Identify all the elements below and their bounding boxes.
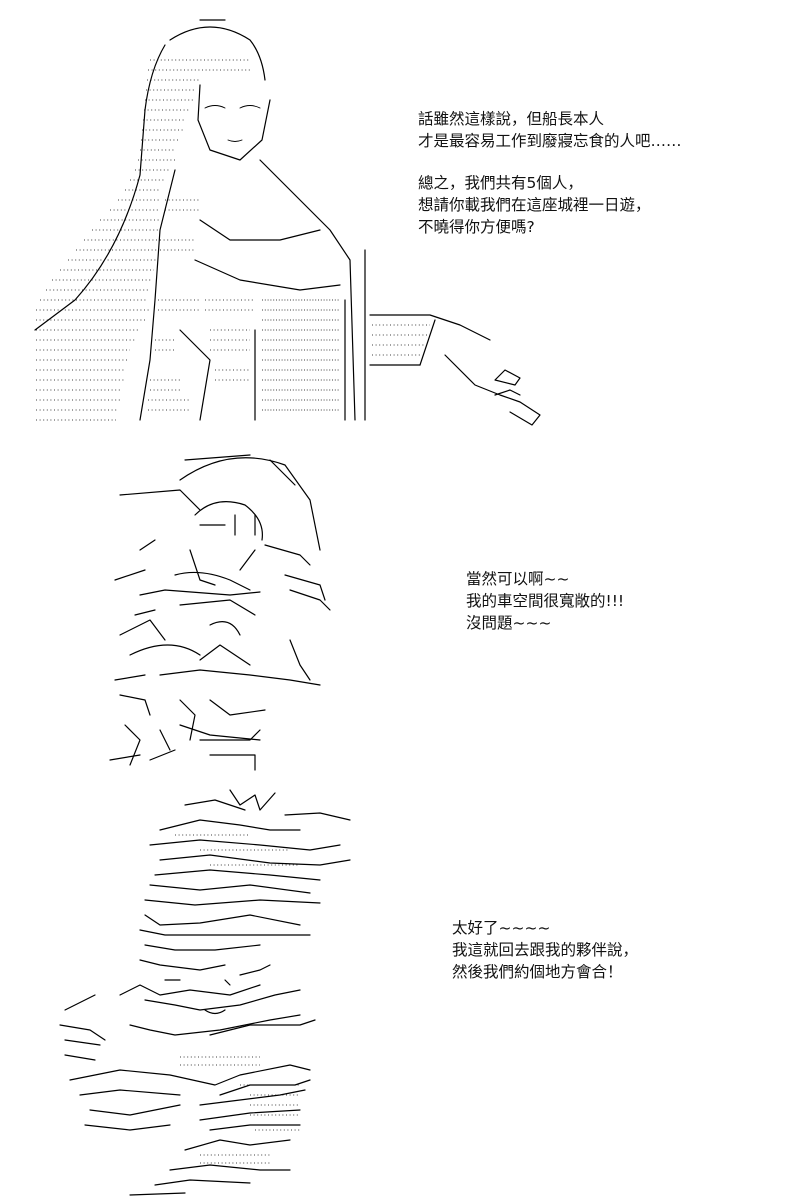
torso <box>59 989 316 1196</box>
dialogue-block: 當然可以啊~~ 我的車空間很寬敞的!!! 沒問題~~~ <box>466 568 624 654</box>
panel-2: 當然可以啊~~ 我的車空間很寬敞的!!! 沒問題~~~ <box>0 440 800 780</box>
dialogue-line: 話雖然這樣說，但船長本人 <box>418 110 605 128</box>
dialogue-line: 不曉得你方便嗎? <box>418 218 535 236</box>
speech-paragraph: 太好了~~~~ 我這就回去跟我的夥伴說， 然後我們約個地方會合！ <box>452 917 638 983</box>
hair-shading <box>36 59 252 421</box>
face <box>197 84 271 161</box>
face <box>119 914 311 1015</box>
dialogue-line: 我的車空間很寬敞的!!! <box>466 592 625 610</box>
dialogue-line: 才是最容易工作到廢寢忘食的人吧…… <box>418 132 682 150</box>
dialogue-line: 沒問題~~~ <box>466 614 552 632</box>
ascii-art-figure-hat <box>109 454 331 771</box>
speech-paragraph: 總之，我們共有5個人， 想請你載我們在這座城裡一日遊， 不曉得你方便嗎? <box>418 172 682 238</box>
dialogue-line: 總之，我們共有5個人， <box>418 174 583 192</box>
dialogue-line: 然後我們約個地方會合！ <box>452 963 623 981</box>
dialogue-line: 太好了~~~~ <box>452 919 551 937</box>
ascii-art-figure-pointing <box>34 19 541 426</box>
face <box>139 501 311 586</box>
dialogue-block: 太好了~~~~ 我這就回去跟我的夥伴說， 然後我們約個地方會合！ <box>452 917 638 1003</box>
spiky-hair <box>144 789 351 906</box>
dialogue-block: 話雖然這樣說，但船長本人 才是最容易工作到廢寢忘食的人吧…… 總之，我們共有5個… <box>418 108 682 258</box>
ascii-art-figure-spiky <box>59 789 351 1196</box>
dialogue-line: 當然可以啊~~ <box>466 570 570 588</box>
speech-paragraph: 話雖然這樣說，但船長本人 才是最容易工作到廢寢忘食的人吧…… <box>418 108 682 152</box>
hat <box>119 454 321 551</box>
dialogue-line: 我這就回去跟我的夥伴說， <box>452 941 639 959</box>
panel-3: 太好了~~~~ 我這就回去跟我的夥伴說， 然後我們約個地方會合！ <box>0 785 800 1200</box>
pointing-arm <box>364 249 541 426</box>
panel-1: 話雖然這樣說，但船長本人 才是最容易工作到廢寢忘食的人吧…… 總之，我們共有5個… <box>0 0 800 430</box>
torso <box>109 569 331 771</box>
torso <box>139 159 356 421</box>
dialogue-line: 想請你載我們在這座城裡一日遊， <box>418 196 651 214</box>
speech-paragraph: 當然可以啊~~ 我的車空間很寬敞的!!! 沒問題~~~ <box>466 568 624 634</box>
